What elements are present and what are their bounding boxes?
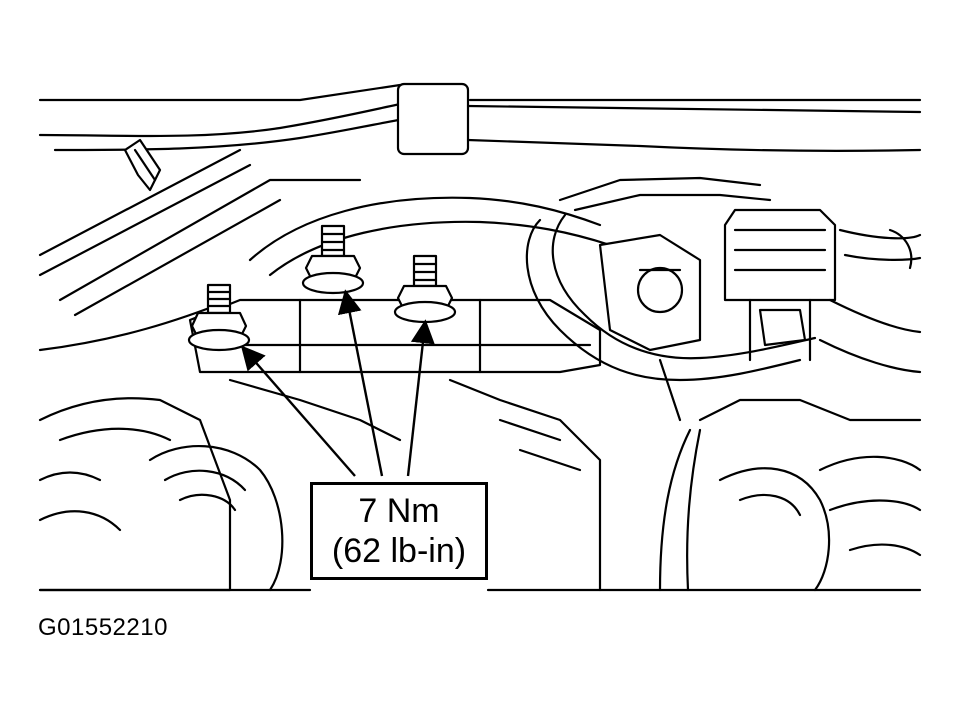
reservoir-cap	[723, 208, 837, 302]
upper-harness	[38, 100, 412, 138]
pushpin	[123, 138, 162, 192]
bolt-icon	[393, 254, 457, 324]
torque-metric: 7 Nm	[358, 492, 440, 530]
torque-callout-box: 7 Nm (62 lb-in)	[310, 482, 488, 580]
manifold-top	[248, 196, 602, 262]
bolt-icon	[301, 224, 365, 295]
right-harness	[525, 218, 802, 382]
lower-left-housing	[38, 397, 232, 592]
top-frame-line	[38, 83, 402, 102]
center-lower	[228, 378, 402, 442]
harness-clip	[396, 82, 470, 156]
torque-imperial: (62 lb-in)	[331, 532, 467, 570]
pulley-left	[148, 445, 284, 592]
bolt-icon	[187, 283, 251, 352]
figure-id: G01552210	[38, 614, 168, 641]
arrow-icon	[240, 289, 435, 477]
pulley-right	[718, 467, 831, 592]
manifold-plate	[188, 298, 602, 374]
